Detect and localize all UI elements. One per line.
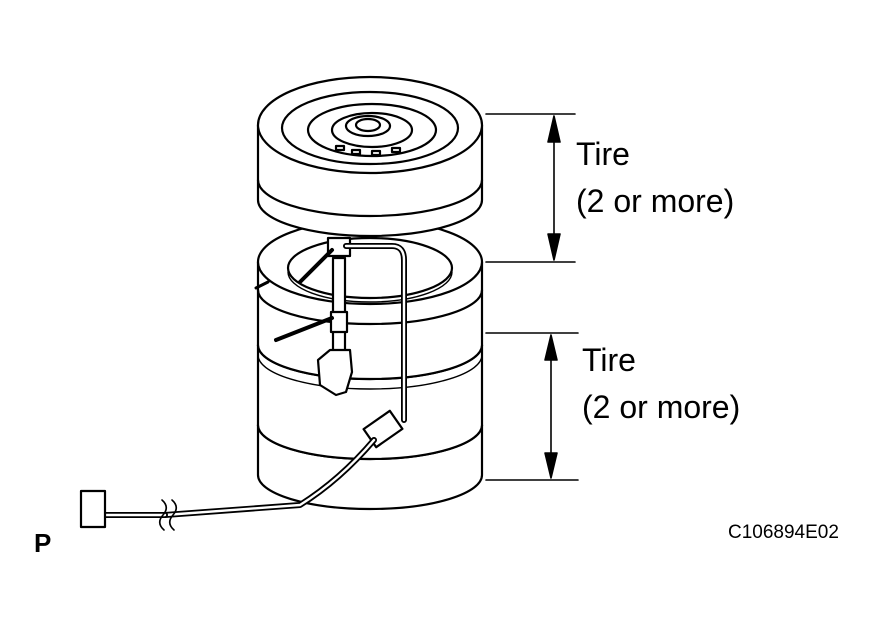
- tire-1: [256, 75, 484, 238]
- top-count-label: (2 or more): [576, 183, 735, 219]
- dimension-top: [485, 113, 576, 263]
- dimension-bottom: [485, 332, 579, 481]
- bottom-tire-label: Tire: [582, 342, 636, 378]
- tire-2: [256, 218, 484, 381]
- p-marker-label: P: [34, 528, 52, 558]
- hose: [79, 243, 407, 531]
- top-tire-label: Tire: [576, 136, 630, 172]
- bottom-count-label: (2 or more): [582, 389, 741, 425]
- figure-code: C106894E02: [728, 522, 839, 543]
- pressure-tool: [254, 236, 354, 397]
- tire-stack: [256, 75, 484, 511]
- connector-box: [79, 489, 107, 529]
